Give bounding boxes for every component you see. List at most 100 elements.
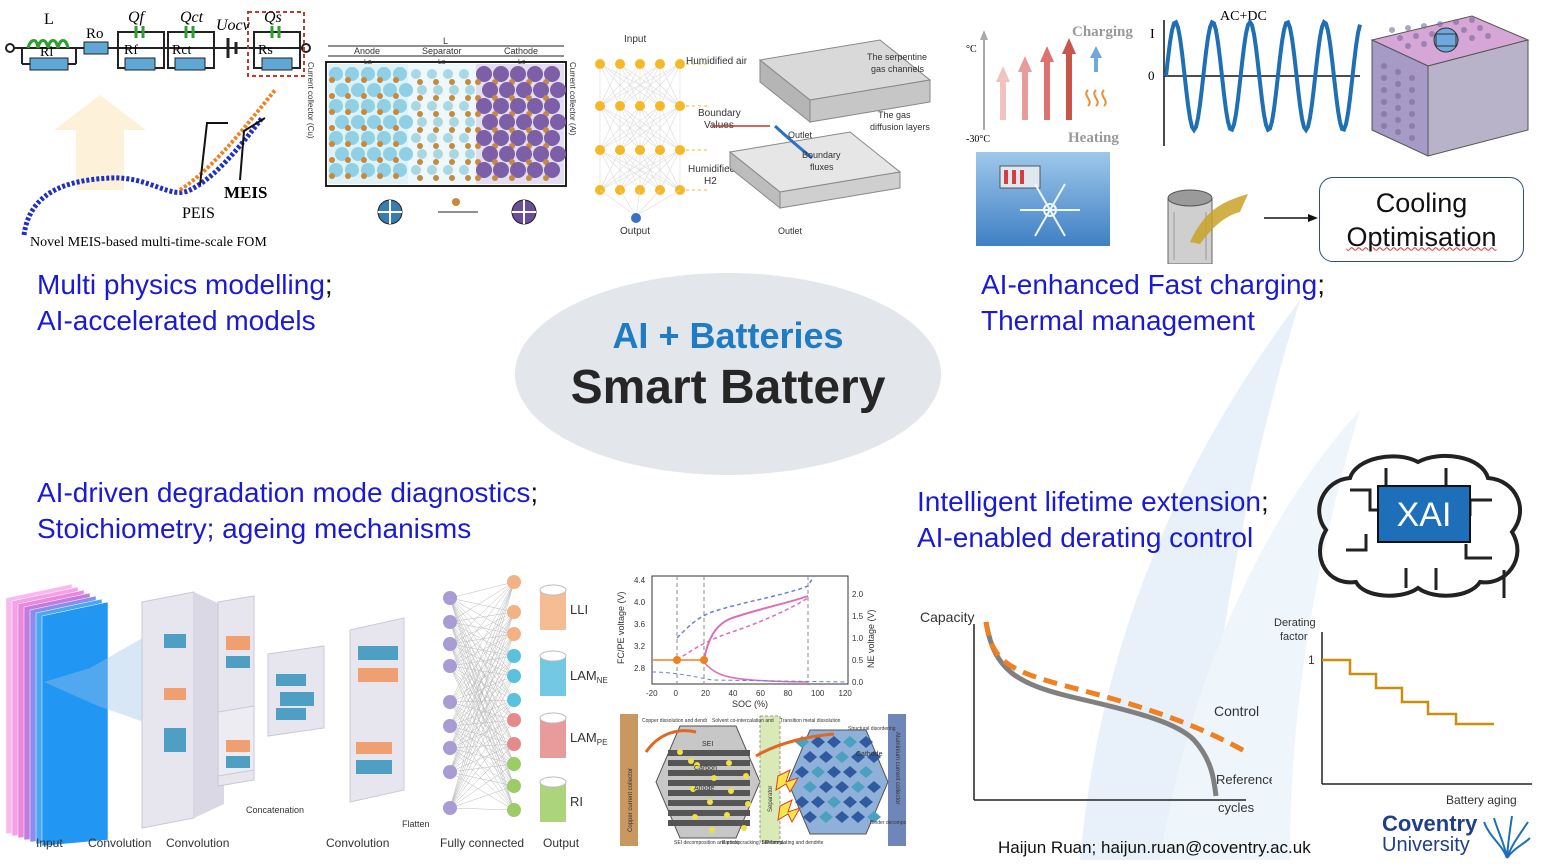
svg-text:Heating: Heating (1068, 130, 1119, 146)
phoenix-logo-icon (1483, 815, 1531, 859)
left-collector-label: Current collector (Cu) (306, 62, 315, 139)
mechanism-note: Lithium plating and dendrite (762, 840, 824, 846)
snowflake-thermal-image (976, 152, 1110, 246)
cooling-line1: Cooling (1375, 187, 1468, 218)
svg-text:Copper current collector: Copper current collector (628, 768, 634, 832)
svg-text:Output: Output (543, 836, 580, 850)
label-peis: PEIS (182, 205, 215, 222)
capacity-plot: Capacity Control Reference cycles (920, 609, 1272, 815)
y-left-tick-label: 3.2 (634, 642, 646, 651)
right-collector-label: Current collector (Al) (568, 62, 577, 136)
y-right-tick-label: 0.0 (852, 678, 864, 687)
center-oval (515, 273, 941, 475)
label-Rct: Rct (172, 43, 192, 58)
svg-text:Carbon: Carbon (694, 765, 717, 772)
svg-text:Battery aging: Battery aging (1446, 793, 1517, 807)
svg-text:NE voltage (V): NE voltage (V) (866, 609, 876, 668)
cathode-label: Cathode (504, 46, 538, 56)
mechanism-note: SEI decomposition and precip (674, 840, 741, 846)
svg-text:Boundary: Boundary (698, 108, 741, 119)
label-L: L (44, 11, 54, 28)
svg-text:The gas: The gas (878, 110, 911, 120)
svg-text:Concatenation: Concatenation (246, 805, 304, 815)
cell-cooling-icon (1167, 189, 1318, 264)
acdc-waveform: I 0 AC+DC (1148, 9, 1362, 146)
svg-text:Convolution: Convolution (88, 836, 151, 850)
svg-text:factor: factor (1280, 631, 1308, 643)
separator-label: Separator (422, 46, 462, 56)
svg-text:FC/PE voltage (V): FC/PE voltage (V) (616, 591, 626, 664)
svg-text:1: 1 (1308, 653, 1315, 667)
center-title: Smart Battery (570, 361, 886, 414)
label-Qf: Qf (128, 9, 147, 26)
label-Ro: Ro (86, 26, 104, 42)
background-watermark (1080, 300, 1360, 860)
y-left-tick-label: 4.4 (634, 576, 646, 585)
svg-text:Boundary: Boundary (802, 150, 841, 160)
equivalent-circuit-figure: L Rl Ro Qf Rf Qct Rct Uocv Qs Rs MEIS PE… (5, 9, 311, 250)
label-Rl: Rl (40, 45, 53, 60)
svg-text:cycles: cycles (1218, 800, 1255, 815)
x-tick-label: 20 (701, 689, 710, 698)
svg-text:Separator: Separator (768, 786, 774, 812)
x-tick-label: 40 (729, 689, 738, 698)
caption-top-left: Multi physics modelling; AI-accelerated … (37, 269, 333, 336)
x-tick-label: 60 (756, 689, 765, 698)
svg-text:gas channels: gas channels (871, 64, 925, 74)
svg-text:Control: Control (1214, 703, 1259, 719)
x-tick-label: 100 (811, 689, 825, 698)
label-Qct: Qct (180, 9, 204, 26)
svg-text:H2: H2 (704, 176, 717, 187)
svg-text:diffusion layers: diffusion layers (870, 122, 930, 132)
xai-label: XAI (1397, 496, 1452, 534)
y-left-tick-label: 3.6 (634, 620, 646, 629)
svg-text:Flatten: Flatten (402, 819, 430, 829)
caption-bottom-left: AI-driven degradation mode diagnostics; … (37, 477, 539, 544)
svg-text:SOC (%): SOC (%) (732, 699, 768, 709)
svg-text:AC+DC: AC+DC (1220, 9, 1267, 24)
svg-text:Capacity: Capacity (920, 609, 974, 625)
svg-text:Convolution: Convolution (166, 836, 229, 850)
mechanism-note: Transition metal dissolution (780, 718, 841, 724)
mechanism-note: Copper dissolution and dendr (642, 718, 708, 724)
svg-text:SEI: SEI (702, 741, 713, 748)
svg-text:Fully connected: Fully connected (440, 836, 524, 850)
mechanism-note: Binder decomposition and con (870, 820, 906, 826)
output-label: LAMPE (570, 730, 607, 747)
label-Rf: Rf (124, 43, 138, 58)
svg-text:Lc: Lc (518, 59, 526, 66)
output-label: RI (570, 794, 583, 809)
y-left-tick-label: 4.0 (634, 598, 646, 607)
circuit-caption: Novel MEIS-based multi-time-scale FOM (30, 235, 267, 250)
coventry-logo: Coventry University (1382, 811, 1478, 856)
svg-text:°C: °C (966, 44, 977, 55)
label-Rs: Rs (258, 43, 273, 58)
svg-text:Ls: Ls (438, 59, 446, 66)
cell-length-label: L (443, 36, 448, 46)
svg-text:The serpentine: The serpentine (867, 52, 927, 62)
x-tick-label: 80 (784, 689, 793, 698)
svg-text:Anode: Anode (694, 785, 714, 792)
xai-box (1377, 485, 1471, 543)
svg-text:0: 0 (1148, 68, 1155, 83)
label-Uocv: Uocv (216, 17, 251, 34)
charging-heating-figure: °C -30°C Charging Heating (966, 24, 1133, 146)
pinn-figure: Input Output Humidified air Boundary Val… (595, 34, 932, 237)
svg-text:fluxes: fluxes (810, 162, 834, 172)
svg-text:I: I (1150, 27, 1155, 42)
svg-text:Input: Input (624, 34, 646, 45)
x-tick-label: -20 (646, 689, 658, 698)
svg-text:-30°C: -30°C (966, 134, 990, 145)
mechanism-note: Solvent co-intercalation and (712, 718, 774, 724)
xai-brain-icon: XAI (1317, 454, 1523, 598)
mechanism-note: Structural disordering (848, 726, 896, 732)
svg-text:Outlet: Outlet (788, 130, 813, 140)
mechanism-note: Particle cracking, SEI forma (722, 840, 784, 846)
label-meis: MEIS (224, 183, 267, 202)
svg-text:La: La (364, 59, 372, 66)
battery-pack-3d (1370, 15, 1530, 157)
output-label: LLI (570, 602, 588, 617)
author-credit: Haijun Ruan; haijun.ruan@coventry.ac.uk (998, 838, 1311, 857)
output-label: LAMNE (570, 668, 608, 685)
